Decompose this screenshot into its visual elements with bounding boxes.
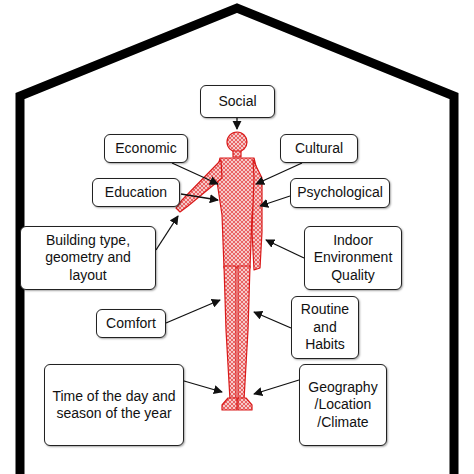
factor-box: Routine and Habits xyxy=(291,296,359,359)
factor-label: Cultural xyxy=(295,140,343,158)
factor-label: Education xyxy=(105,184,167,202)
factor-label: Psychological xyxy=(297,184,383,202)
factor-box: Psychological xyxy=(290,178,390,208)
factor-label: Routine and Habits xyxy=(298,301,352,354)
factor-box: Comfort xyxy=(96,309,166,338)
factor-box: Time of the day and season of the year xyxy=(44,364,184,446)
factor-box: Economic xyxy=(104,134,188,163)
factor-box: Cultural xyxy=(280,134,358,163)
human-figure xyxy=(176,132,262,410)
factor-label: Social xyxy=(218,93,256,111)
factor-label: Building type, geometry and layout xyxy=(27,232,149,285)
factor-box: Social xyxy=(200,85,275,118)
factor-label: Indoor Environment Quality xyxy=(311,232,395,285)
factor-label: Economic xyxy=(115,140,176,158)
factor-box: Indoor Environment Quality xyxy=(304,226,402,290)
factor-label: Geography /Location /Climate xyxy=(306,379,380,432)
factor-label: Comfort xyxy=(106,315,156,333)
factor-label: Time of the day and season of the year xyxy=(51,388,177,423)
factor-box: Education xyxy=(92,178,180,207)
factor-box: Geography /Location /Climate xyxy=(299,364,387,446)
factor-box: Building type, geometry and layout xyxy=(20,226,156,290)
house-outline xyxy=(20,8,454,474)
